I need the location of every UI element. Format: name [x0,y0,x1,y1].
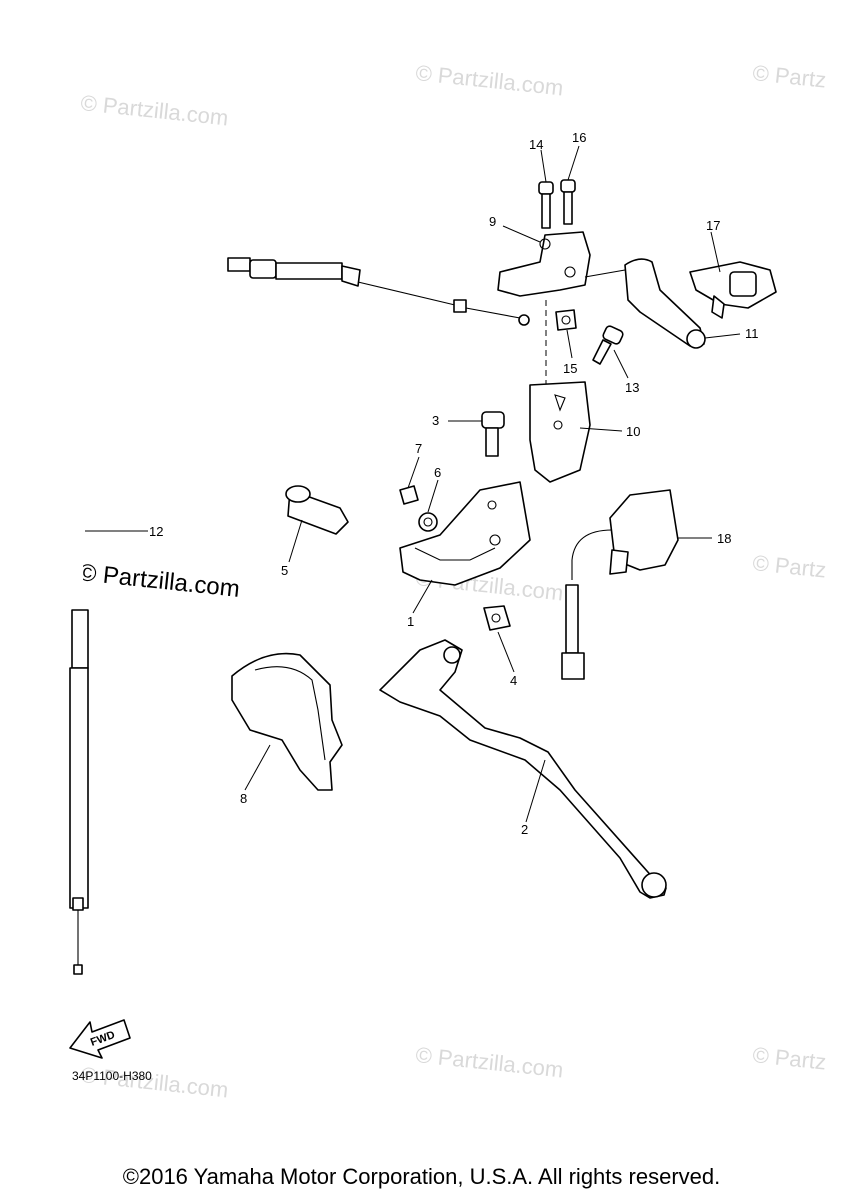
copyright-notice: ©2016 Yamaha Motor Corporation, U.S.A. A… [122,1164,721,1189]
part-9-bracket [497,231,626,297]
callout-13: 13 [625,380,639,395]
callout-11: 11 [745,326,759,341]
callout-17: 17 [706,218,720,233]
watermark-top-right: © Partz [751,60,827,93]
callout-12: 12 [149,524,163,539]
callout-1: 1 [407,614,414,629]
callout-7: 7 [415,441,422,456]
part-13-bolt [592,325,624,365]
part-12-clutch-cable [69,253,530,975]
part-11-hot-start-lever [624,258,706,349]
part-15-nut [555,309,577,331]
callout-5: 5 [281,563,288,578]
part-10-holder [529,381,591,483]
watermark-top-center: © Partzilla.com [414,60,564,100]
callout-2: 2 [521,822,528,837]
part-7-screw [399,485,419,505]
part-4-nut [483,605,511,631]
callout-16: 16 [572,130,586,145]
callout-numbers: 14 16 9 17 11 15 13 3 10 7 6 12 18 5 1 4… [149,130,759,837]
callout-10: 10 [626,424,640,439]
leader-lines [85,145,741,823]
callout-8: 8 [240,791,247,806]
callout-18: 18 [717,531,731,546]
part-6-nut [418,512,438,532]
part-2-clutch-lever [379,639,667,899]
watermark-main: © Partzilla.com [77,559,241,603]
callout-3: 3 [432,413,439,428]
part-16-bolt [560,179,576,225]
callout-4: 4 [510,673,517,688]
watermark-top-left: © Partzilla.com [79,90,229,130]
callout-15: 15 [563,361,577,376]
diagram-code: 34P1100-H380 [72,1069,152,1083]
callout-9: 9 [489,214,496,229]
watermark-bottom-center: © Partzilla.com [414,1042,564,1082]
part-5-adjuster [285,485,349,535]
fwd-arrow-icon: FWD [69,1019,131,1059]
callout-6: 6 [434,465,441,480]
part-8-cover [231,652,343,791]
part-1-lever-holder [399,481,531,586]
part-3-bolt [481,411,505,457]
watermark-bottom-right: © Partz [751,1042,827,1075]
part-14-bolt [538,181,554,229]
watermark-mid-right: © Partz [751,550,827,583]
callout-14: 14 [529,137,543,152]
part-17-clip [689,261,777,319]
part-18-switch [561,489,679,680]
